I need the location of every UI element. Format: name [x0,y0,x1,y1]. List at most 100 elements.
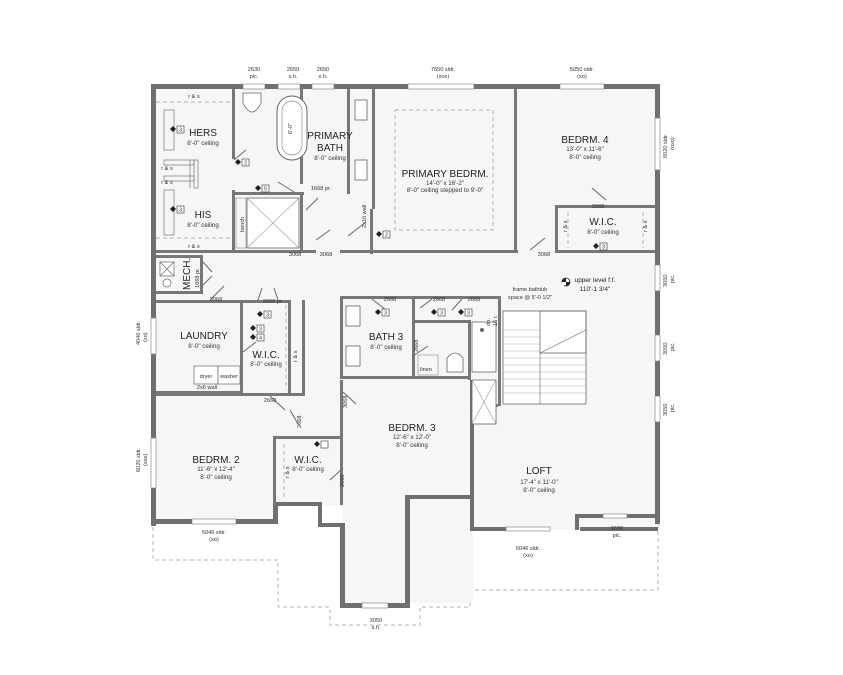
svg-text:W.I.C.: W.I.C. [589,217,616,228]
room-label-wic-bed4: W.I.C. 8'-0" ceiling [587,217,619,236]
linen-label: linen [420,367,432,373]
closet-shelves [163,109,199,236]
stairs[interactable] [502,310,587,405]
svg-text:2636: 2636 [611,526,623,532]
level-marker-icon [561,277,571,287]
room-label-bedrm4: BEDRM. 4 13'-0" x 11'-6" 8'-0" ceiling [561,135,609,161]
window-label-3050b: 3050 pic. [663,342,676,355]
window-label-3050-sh: 3050 s.h. [370,618,382,631]
closet-label: r & s [161,180,173,186]
svg-text:8'-0" ceiling: 8'-0" ceiling [187,222,219,229]
laundry-fixtures [193,365,241,385]
primary-bath-fixtures [235,92,368,249]
svg-text:3050: 3050 [663,275,669,287]
tray-ceiling-outline [394,109,494,231]
svg-text:s.h.: s.h. [318,74,327,80]
tub-size-label: 6'-0" [288,123,294,134]
door-swings [202,149,607,481]
svg-text:2: 2 [244,161,247,167]
svg-text:2650: 2650 [317,67,329,73]
svg-text:PRIMARY BEDRM.: PRIMARY BEDRM. [402,169,489,180]
svg-text:6020 sldr.: 6020 sldr. [136,447,142,472]
window-label-2636: 2636 pic. [611,526,623,539]
door-labels: 3068 3068 3068 3068 2068 pr. 2668 2668 2… [210,186,604,487]
svg-text:14'-0" x 16'-2": 14'-0" x 16'-2" [426,180,464,187]
tag-boxes [176,125,608,449]
wall-2x6-label: 2x6 wall [197,385,217,391]
svg-text:8'-0" ceiling: 8'-0" ceiling [292,466,324,473]
window-label-2650a: 2650 s.h. [287,67,299,80]
svg-text:11'-6" x 12'-4": 11'-6" x 12'-4" [197,466,235,473]
svg-text:PRIMARY: PRIMARY [307,131,353,142]
window-label-4040: 4040 sldr. (xo) [136,320,149,345]
bench-label: bench [240,217,246,232]
svg-text:8'-0" ceiling: 8'-0" ceiling [187,140,219,147]
tag-markers [170,126,599,447]
svg-text:LOFT: LOFT [526,466,552,477]
svg-text:5046 sldr.: 5046 sldr. [202,530,227,536]
door-label: 2668 [384,297,396,303]
washer-label: washer [219,374,238,380]
svg-text:4: 4 [259,336,262,342]
room-label-wic-laundry: W.I.C. 8'-0" ceiling [250,350,282,368]
svg-text:upper level f.f.: upper level f.f. [575,277,616,284]
window-label-3050a: 3050 pic. [663,274,676,287]
tag-numbers: 3 2 5 3 2 3 3 3 4 3 3 3 [179,128,605,342]
room-label-primary-bath: PRIMARY BATH 8'-0" ceiling [307,131,353,162]
closet-label: r & s [563,220,569,232]
room-label-mech: MECH. 1668 pr. [182,258,201,290]
room-label-bedrm2: BEDRM. 2 11'-6" x 12'-4" 8'-0" ceiling [192,455,240,481]
room-label-bath3: BATH 3 8'-0" ceiling [369,332,404,351]
svg-text:HIS: HIS [195,210,212,221]
door-label: 3068 [210,297,222,303]
svg-text:3: 3 [384,311,387,317]
door-label: 2668 [340,475,346,487]
room-label-wic-bed2: W.I.C. 8'-0" ceiling [292,455,324,473]
svg-text:BEDRM. 3: BEDRM. 3 [388,423,436,434]
window-label-3050c: 3050 pic. [663,403,676,416]
svg-text:3050: 3050 [663,404,669,416]
svg-text:110'-1 3/4": 110'-1 3/4" [580,286,611,293]
svg-text:MECH.: MECH. [182,258,193,290]
closet-rod-lines [156,101,644,500]
door-label: 3068 [538,252,550,258]
svg-text:8'-0" ceiling: 8'-0" ceiling [188,343,220,350]
room-label-bedrm3: BEDRM. 3 12'-6" x 12'-0" 8'-0" ceiling [388,423,436,449]
svg-text:3: 3 [179,208,182,214]
svg-text:8'-0" ceiling: 8'-0" ceiling [250,361,282,368]
interior-walls [156,89,655,506]
svg-text:BEDRM. 4: BEDRM. 4 [561,135,609,146]
svg-text:s.h.: s.h. [288,74,297,80]
svg-text:3: 3 [440,311,443,317]
mech-equipment [159,261,175,288]
svg-text:5050 sldr.: 5050 sldr. [570,67,595,73]
stair-down-label: dn. [486,318,492,326]
svg-text:BATH 3: BATH 3 [369,332,404,343]
door-label: 3068 [320,252,332,258]
svg-text:(xo): (xo) [143,332,149,342]
door-label: 2668 [414,340,420,352]
svg-text:space @ 5'-0 1/2": space @ 5'-0 1/2" [508,295,552,301]
svg-text:BEDRM. 2: BEDRM. 2 [192,455,240,466]
fixture-labels: r & s r & s r & s r & s r & s r & s r & … [161,94,649,478]
svg-text:8'-0" ceiling: 8'-0" ceiling [370,344,402,351]
svg-text:2: 2 [385,233,388,239]
svg-text:s.h.: s.h. [371,625,380,631]
door-label: 2668 [433,297,445,303]
svg-text:W.I.C.: W.I.C. [252,350,279,361]
svg-text:pic.: pic. [670,342,676,351]
window-label-2630: 2630 pic. [248,67,260,80]
svg-text:3050: 3050 [370,618,382,624]
svg-text:4040 sldr.: 4040 sldr. [136,320,142,345]
svg-text:(xox): (xox) [143,453,149,466]
door-label: 2668 [264,398,276,404]
svg-text:8'-0" ceiling: 8'-0" ceiling [523,487,555,494]
closet-label: r & s [285,466,291,478]
window-label-6020-left: 6020 sldr. (xox) [136,447,149,472]
svg-text:(oxo): (oxo) [670,137,676,150]
room-label-laundry: LAUNDRY 8'-0" ceiling [180,331,228,350]
svg-text:pic.: pic. [613,533,622,539]
door-label: 2068 pr. [263,299,284,305]
svg-text:17'-4" x 11'-0": 17'-4" x 11'-0" [520,479,558,486]
